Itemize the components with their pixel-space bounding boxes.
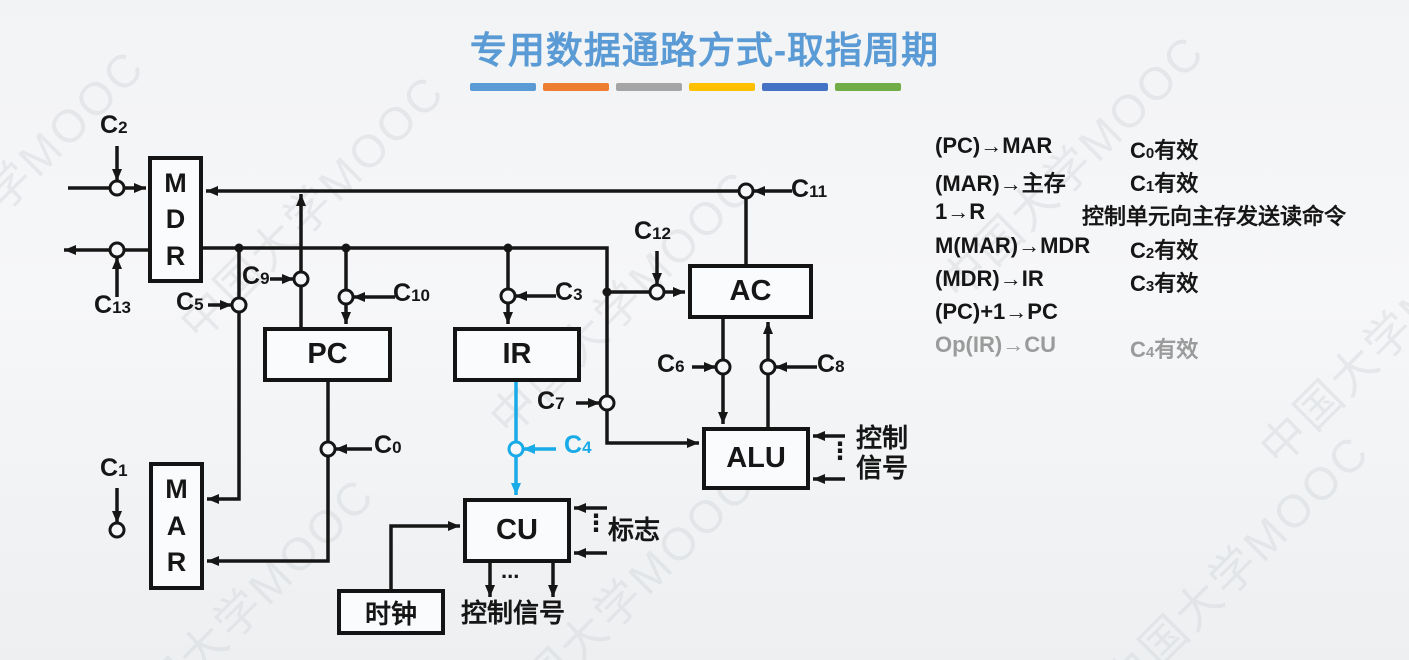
gate-c8 [759,358,777,376]
accent-bar [762,83,828,91]
block-mdr-letter: R [165,240,186,271]
block-ac: AC [688,264,813,319]
block-cu-label: CU [496,514,538,546]
label-c12: C12 [634,217,671,245]
gate-c9 [292,270,310,288]
alu-ctrl-line2: 信号 [856,453,909,483]
block-cu: CU [463,498,571,563]
block-clock: 时钟 [337,589,445,635]
microop-text: M(MAR)→MDR [935,233,1091,258]
junction-dot [503,243,513,253]
microop-signal: C1有效 [1130,171,1199,196]
gate-c1 [108,521,126,539]
gate-c12 [648,283,666,301]
microop-signal: C4有效 [1130,337,1199,362]
label-c8: C8 [817,350,845,378]
block-clock-label: 时钟 [364,598,417,629]
label-c0: C0 [374,431,402,459]
junction-dot [602,287,612,297]
block-pc: PC [263,327,392,382]
gate-c11 [737,182,755,200]
label-c5: C5 [176,288,204,316]
microop-row: (PC)→MAR C0有效 [935,133,1409,165]
gate-c5 [230,296,248,314]
accent-bar [543,83,609,91]
cu-out-ellipsis: ... [501,558,520,583]
block-mar-letter: M [165,473,188,504]
block-alu: ALU [702,427,810,490]
accent-bar [470,83,536,91]
block-mar-letter: R [166,547,187,578]
microop-row: (MAR)→主存 C1有效 [935,166,1409,198]
label-c2: C2 [100,111,128,139]
microop-signal: C0有效 [1130,138,1199,163]
gate-c0 [319,440,337,458]
alu-ctrl-ellipsis: ⋮ [828,438,852,465]
wire-mdr-output-bus [203,246,699,448]
alu-ctrl-line1: 控制 [856,423,909,453]
microop-text: (PC)→MAR [935,133,1053,158]
block-alu-label: ALU [726,442,786,474]
label-c13: C13 [94,291,131,319]
microop-row: Op(IR)→CU C4有效 [935,332,1409,364]
alu-ctrl-label: 控制 信号 [856,423,908,483]
microop-text: Op(IR)→CU [935,332,1056,357]
accent-bar [616,83,682,91]
label-c11: C11 [791,175,828,203]
block-ac-label: AC [729,275,772,307]
gate-c2 [108,179,126,197]
block-mar: M A R [149,462,204,590]
microop-signal: C2有效 [1130,238,1199,263]
label-c4: C4 [564,431,592,459]
microop-signal: C3有效 [1130,271,1199,296]
gate-c10 [337,288,355,306]
wire-pc-to-mar [207,381,330,566]
block-mdr-letter: D [165,204,186,234]
microop-row: 1→R 控制单元向主存发送读命令 [935,199,1409,231]
flags-label: 标志 [608,515,661,545]
block-ir: IR [453,327,581,382]
label-c10: C10 [393,279,430,307]
gate-c6 [714,358,732,376]
microop-row: (MDR)→IR C3有效 [935,266,1409,298]
junction-dot [341,243,351,253]
block-mdr: M D R [148,156,203,283]
accent-bars [470,83,901,91]
page-title: 专用数据通路方式-取指周期 [469,30,940,71]
label-c3: C3 [555,278,583,306]
junction-dot [234,243,244,253]
microop-text: (MAR)→主存 [935,171,1066,196]
microop-row: (PC)+1→PC [935,299,1409,331]
microop-row: M(MAR)→MDR C2有效 [935,233,1409,265]
gate-c3 [499,287,517,305]
label-c9: C9 [242,262,270,290]
block-mdr-letter: M [164,167,187,198]
gate-c4 [507,440,525,458]
block-ir-label: IR [502,338,532,370]
wire-clock-to-cu [389,521,460,589]
block-pc-label: PC [307,338,348,370]
label-c6: C6 [657,350,685,378]
cu-out-label: 控制信号 [461,598,566,628]
microop-note: 控制单元向主存发送读命令 [1082,204,1347,229]
accent-bar [689,83,755,91]
block-mar-letter: A [166,510,187,541]
label-c1: C1 [100,454,128,482]
microop-text: (PC)+1→PC [935,299,1058,324]
gate-c7 [598,394,616,412]
cu-flag-ellipsis: ⋮ [584,510,608,537]
accent-bar [835,83,901,91]
wire-bus-to-mar [207,248,241,504]
label-c7: C7 [537,387,565,415]
gate-c13 [108,241,126,259]
microop-text: 1→R [935,199,986,224]
microop-text: (MDR)→IR [935,266,1044,291]
